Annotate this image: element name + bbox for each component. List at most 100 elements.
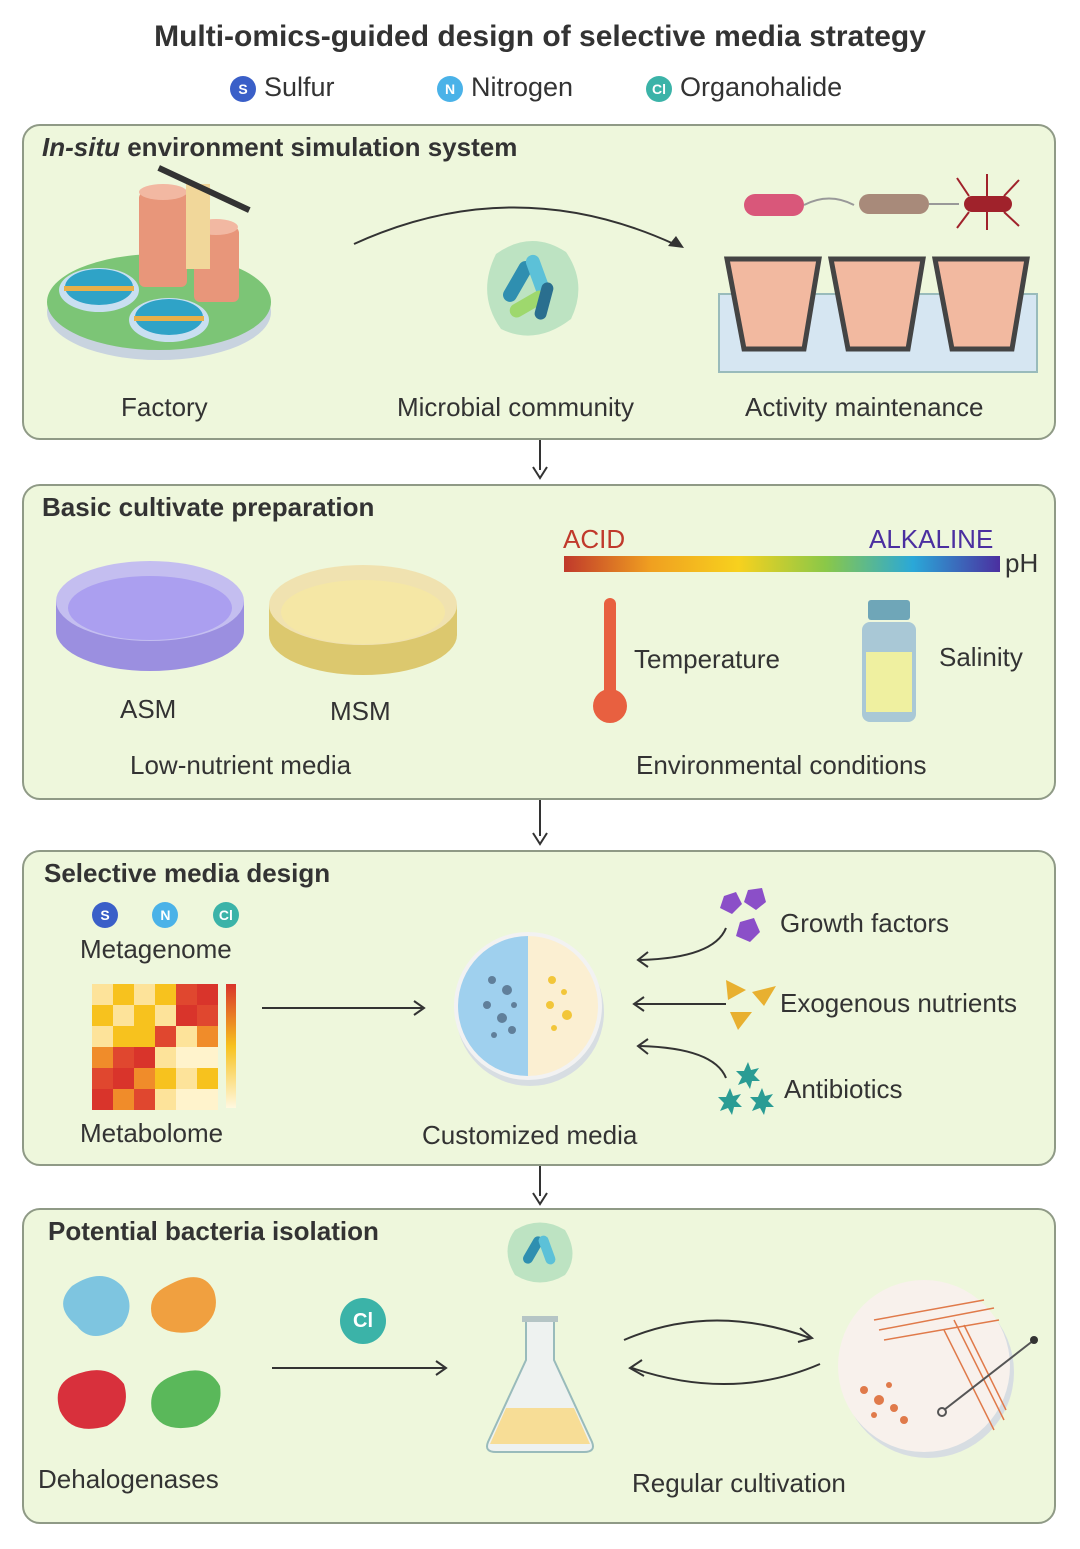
msm-dish-icon	[269, 565, 457, 675]
heatmap-cell	[134, 1068, 155, 1089]
bacteria-icon	[744, 174, 1020, 230]
arrow-head-3-icon	[532, 1192, 548, 1206]
arrow-from-exogenous-icon	[632, 996, 726, 1012]
heatmap-cell	[134, 1047, 155, 1068]
heatmap-cell	[155, 1068, 176, 1089]
heatmap-cell	[176, 1089, 197, 1110]
panel-bacteria-isolation: Potential bacteria isolation Dehalogenas…	[22, 1208, 1056, 1524]
heatmap-cell	[155, 984, 176, 1005]
arrow-down-1	[539, 440, 541, 470]
panel1-title: In-situ environment simulation system	[42, 132, 518, 162]
heatmap-cell	[134, 1005, 155, 1026]
thermometer-icon	[593, 598, 627, 723]
flask-icon	[486, 1222, 594, 1453]
heatmap-cell	[92, 1047, 113, 1068]
legend-nitrogen: N Nitrogen	[437, 72, 573, 103]
organohalide-badge: Cl	[646, 75, 672, 102]
ph-label: pH	[1005, 548, 1039, 578]
heatmap-cell	[134, 1026, 155, 1047]
panel-basic-cultivate: Basic cultivate preparation ASM MSM Low-…	[22, 484, 1056, 800]
sulfur-badge-small: S	[92, 902, 118, 928]
antibiotics-label: Antibiotics	[784, 1074, 903, 1104]
nitrogen-badge: N	[437, 75, 463, 102]
heatmap-cell	[113, 1068, 134, 1089]
heatmap-cell	[197, 1068, 218, 1089]
activity-maintenance-label: Activity maintenance	[745, 392, 984, 422]
heatmap-cell	[155, 1005, 176, 1026]
arrow-from-growth-icon	[636, 927, 727, 968]
curved-arrow-icon	[353, 206, 684, 248]
heatmap-cell	[155, 1026, 176, 1047]
asm-label: ASM	[120, 694, 177, 724]
heatmap-cell	[92, 1068, 113, 1089]
panel-selective-media: Selective media design S N Cl Metagenome…	[22, 850, 1056, 1166]
asm-dish-icon	[56, 561, 244, 671]
heatmap-cell	[197, 1005, 218, 1026]
growth-factors-label: Growth factors	[780, 908, 950, 938]
heatmap-cell	[113, 1047, 134, 1068]
ph-gradient-bar	[564, 556, 1000, 572]
temperature-label: Temperature	[634, 644, 780, 674]
arrow-down-2	[539, 800, 541, 836]
salinity-bottle-icon	[862, 600, 916, 722]
organohalide-badge-small: Cl	[212, 902, 239, 928]
msm-label: MSM	[330, 696, 391, 726]
salinity-label: Salinity	[939, 642, 1023, 672]
alkaline-label: ALKALINE	[869, 524, 994, 554]
dehalogenases-icon	[57, 1276, 221, 1429]
heatmap-cell	[92, 984, 113, 1005]
legend-nitrogen-label: Nitrogen	[471, 72, 574, 102]
acid-label: ACID	[563, 524, 626, 554]
heatmap-cell	[197, 1089, 218, 1110]
heatmap-cell	[134, 984, 155, 1005]
heatmap-cell	[197, 1026, 218, 1047]
heatmap-cell	[176, 1026, 197, 1047]
arrow-head-1-icon	[532, 466, 548, 480]
metabolome-label: Metabolome	[80, 1118, 224, 1148]
microbial-community-icon	[487, 240, 579, 336]
heatmap-cell	[92, 1026, 113, 1047]
panel-environment-simulation: In-situ environment simulation system	[22, 124, 1056, 440]
activity-tray-icon	[718, 256, 1038, 373]
exogenous-nutrients-label: Exogenous nutrients	[780, 988, 1018, 1018]
heatmap-cell	[155, 1047, 176, 1068]
chlorine-badge: Cl	[340, 1298, 386, 1344]
heatmap-cell	[113, 984, 134, 1005]
heatmap-cell	[155, 1089, 176, 1110]
nitrogen-badge-small: N	[152, 902, 179, 928]
heatmap-cell	[176, 1047, 197, 1068]
panel3-title: Selective media design	[44, 858, 331, 888]
panel2-title: Basic cultivate preparation	[42, 492, 375, 522]
env-conditions-label: Environmental conditions	[636, 750, 927, 780]
exogenous-nutrients-icon	[726, 980, 776, 1030]
metabolome-heatmap-icon	[92, 984, 236, 1110]
antibiotics-icon	[718, 1062, 774, 1115]
heatmap-cell	[176, 1005, 197, 1026]
figure-title: Multi-omics-guided design of selective m…	[154, 20, 926, 53]
arrow-from-antibiotics-icon	[636, 1038, 727, 1079]
arrow-right-icon	[262, 1000, 426, 1016]
heatmap-cell	[113, 1089, 134, 1110]
cycle-arrows-icon	[623, 1319, 821, 1386]
arrow-head-2-icon	[532, 832, 548, 846]
arrow-down-3	[539, 1166, 541, 1196]
heatmap-cell	[176, 984, 197, 1005]
customized-media-dish-icon	[454, 932, 604, 1086]
heatmap-cell	[113, 1005, 134, 1026]
heatmap-cell	[134, 1089, 155, 1110]
streak-plate-icon	[838, 1280, 1038, 1458]
metagenome-label: Metagenome	[80, 934, 232, 964]
customized-media-label: Customized media	[422, 1120, 638, 1150]
heatmap-cell	[176, 1068, 197, 1089]
panel4-title: Potential bacteria isolation	[48, 1216, 379, 1246]
legend-sulfur-label: Sulfur	[264, 72, 335, 102]
regular-cultivation-label: Regular cultivation	[632, 1468, 846, 1498]
heatmap-cell	[197, 1047, 218, 1068]
low-nutrient-label: Low-nutrient media	[130, 750, 352, 780]
growth-factors-icon	[720, 888, 766, 942]
metagenome-badges: S N Cl	[92, 902, 247, 928]
factory-label: Factory	[121, 392, 208, 422]
